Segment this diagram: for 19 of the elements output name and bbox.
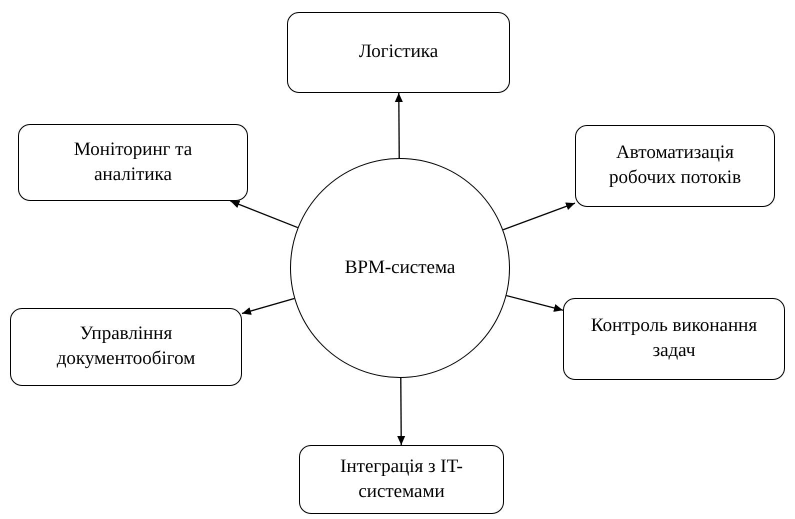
rounded-box (287, 12, 510, 93)
node-label: Інтеграція з IT-системами (339, 454, 464, 504)
rounded-box (18, 124, 248, 201)
node-label: Логістика (358, 40, 438, 64)
arrow (397, 378, 406, 445)
arrow (502, 202, 576, 230)
node-label: Моніторинг та аналітика (72, 138, 194, 186)
rounded-box (10, 308, 242, 386)
node-label: BPM-система (344, 256, 456, 280)
rounded-box (563, 298, 785, 380)
node-label: Автоматизація робочих потоків (608, 141, 742, 190)
arrow (506, 294, 564, 312)
rounded-box (299, 445, 504, 514)
arrow (242, 298, 294, 315)
arrow (230, 200, 298, 228)
node-label: Управління документообігом (56, 322, 196, 371)
rounded-box (575, 125, 775, 207)
arrow (394, 93, 403, 158)
node-label: Контроль виконання задач (590, 314, 758, 363)
